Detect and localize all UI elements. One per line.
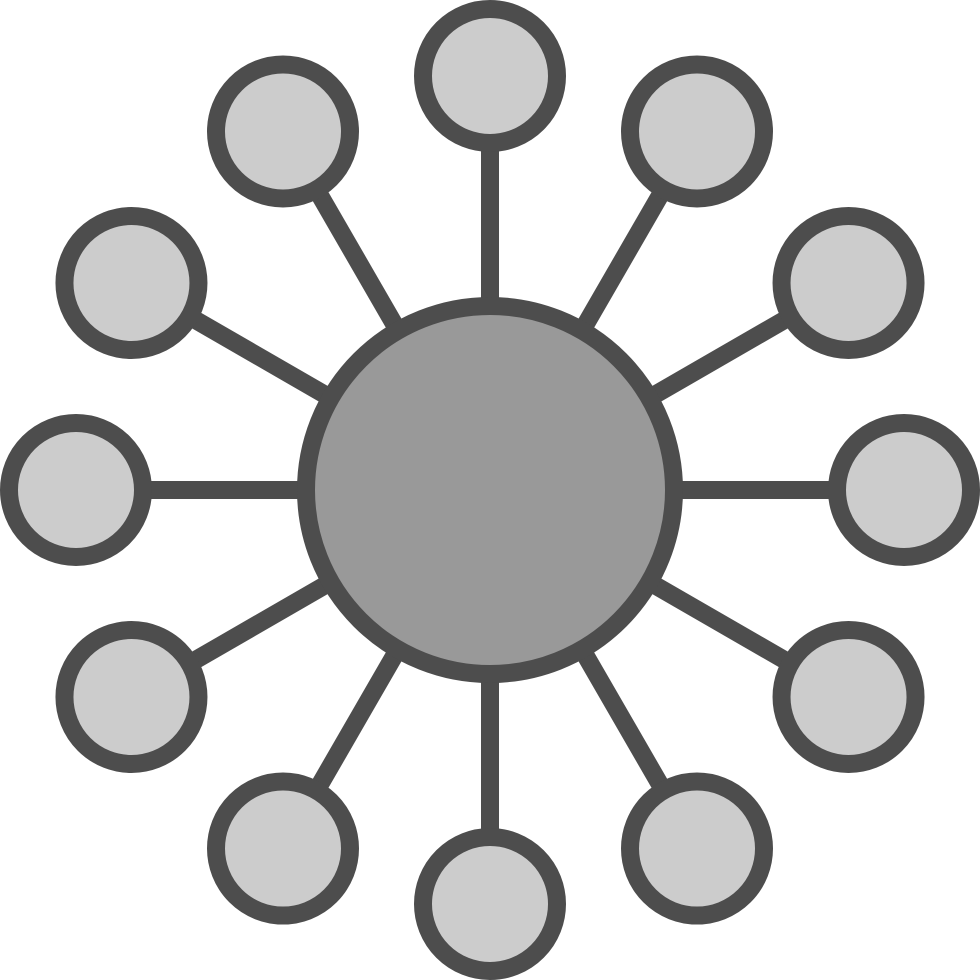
hub-node xyxy=(297,297,683,683)
satellite-node xyxy=(621,772,773,925)
satellite-node xyxy=(0,414,152,566)
satellite-node xyxy=(772,207,925,359)
satellite-node xyxy=(414,0,566,152)
satellite-node xyxy=(207,772,359,925)
satellite-node xyxy=(55,207,208,359)
satellite-node xyxy=(621,55,773,208)
satellite-node xyxy=(828,414,980,566)
satellite-node xyxy=(772,621,925,773)
satellite-node xyxy=(207,55,359,208)
satellite-node xyxy=(55,621,208,773)
satellite-node xyxy=(414,828,566,980)
